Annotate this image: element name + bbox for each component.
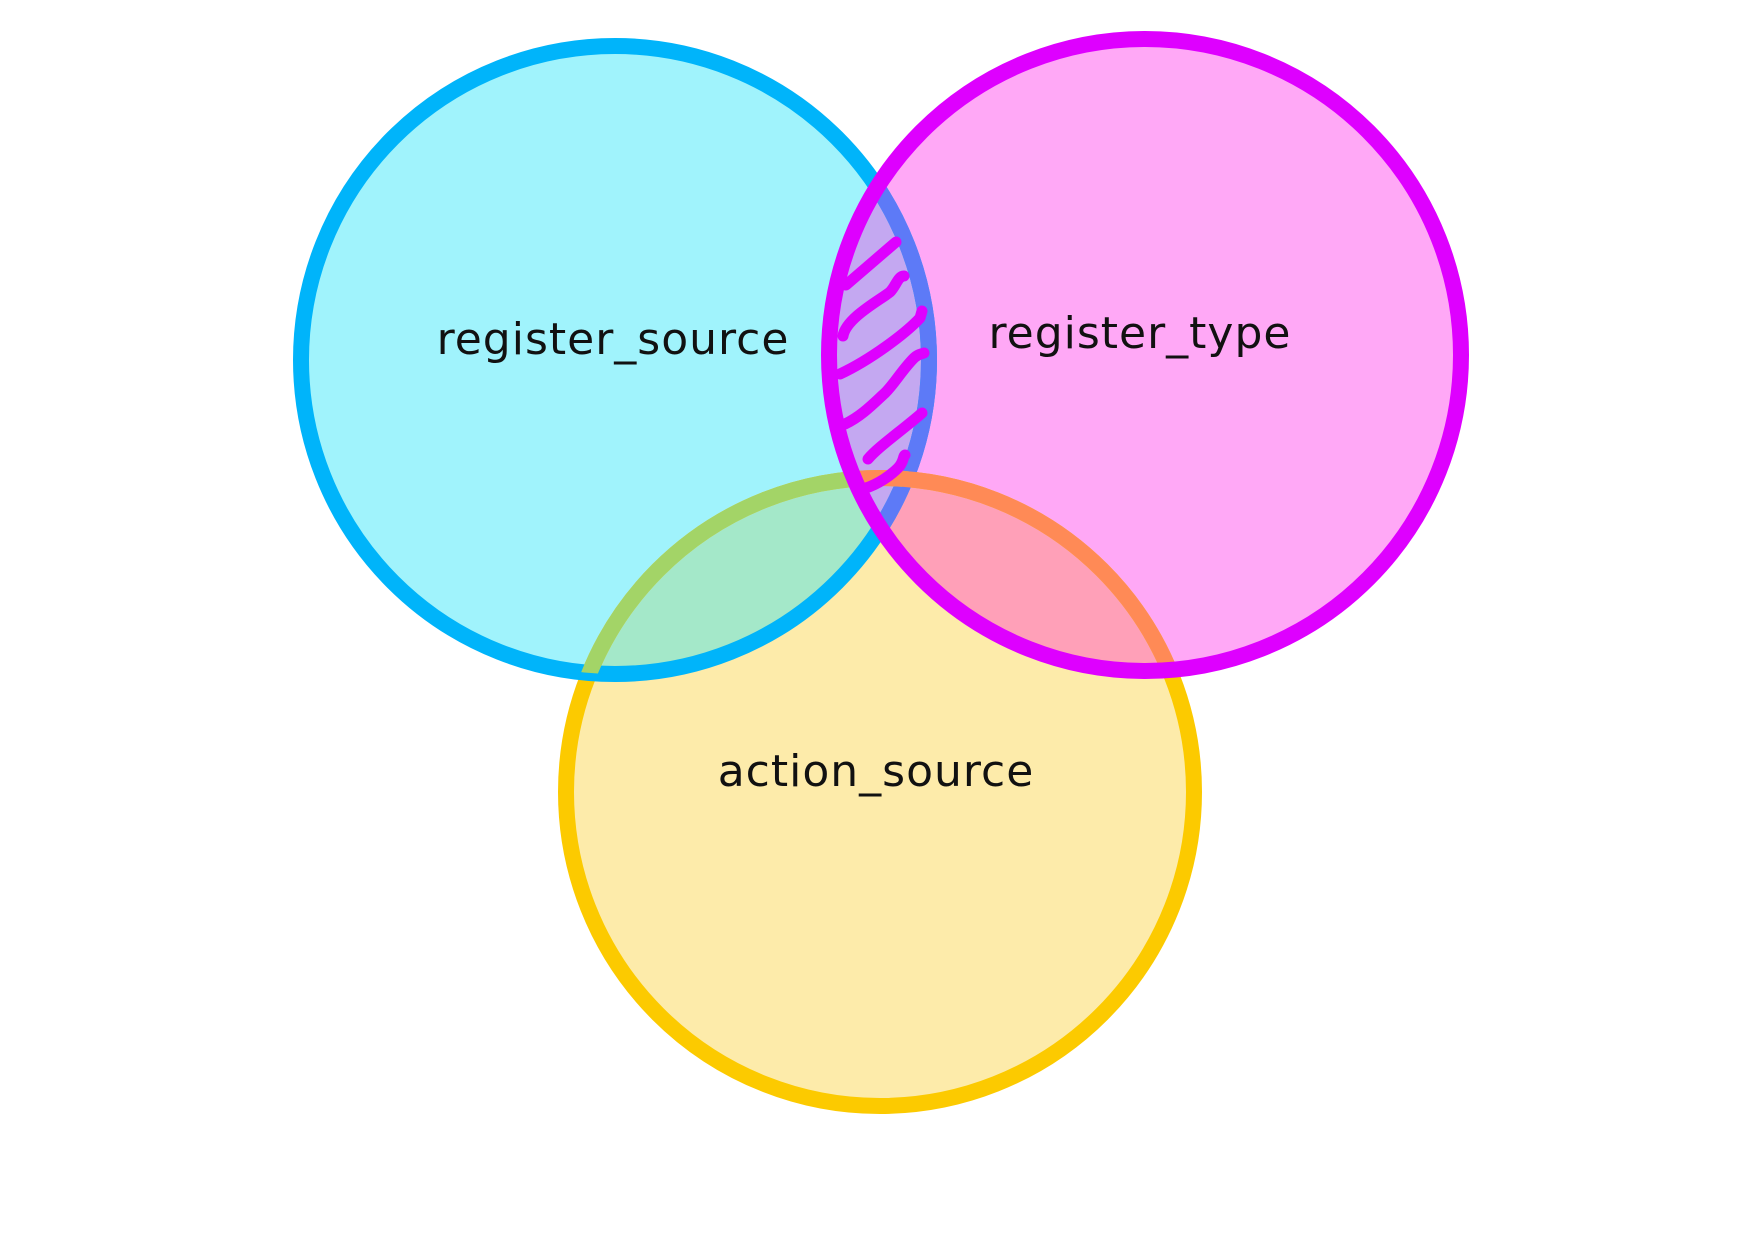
source-outline-inside-type bbox=[829, 39, 937, 671]
hatch-mark bbox=[837, 270, 910, 342]
register-type-label: register_type bbox=[989, 308, 1292, 359]
type-action-overlap bbox=[829, 478, 1194, 671]
register-type-circle-outline bbox=[821, 31, 1469, 679]
register-source-label: register_source bbox=[437, 314, 790, 365]
source-action-overlap bbox=[566, 478, 929, 674]
hatch-mark bbox=[862, 407, 928, 465]
hatch-mark bbox=[834, 305, 928, 380]
action-source-label: action_source bbox=[718, 746, 1035, 797]
hatch-mark bbox=[860, 449, 911, 494]
hatch-mark bbox=[840, 236, 902, 291]
hatch-mark bbox=[839, 347, 930, 430]
hatch-marks bbox=[834, 236, 930, 494]
